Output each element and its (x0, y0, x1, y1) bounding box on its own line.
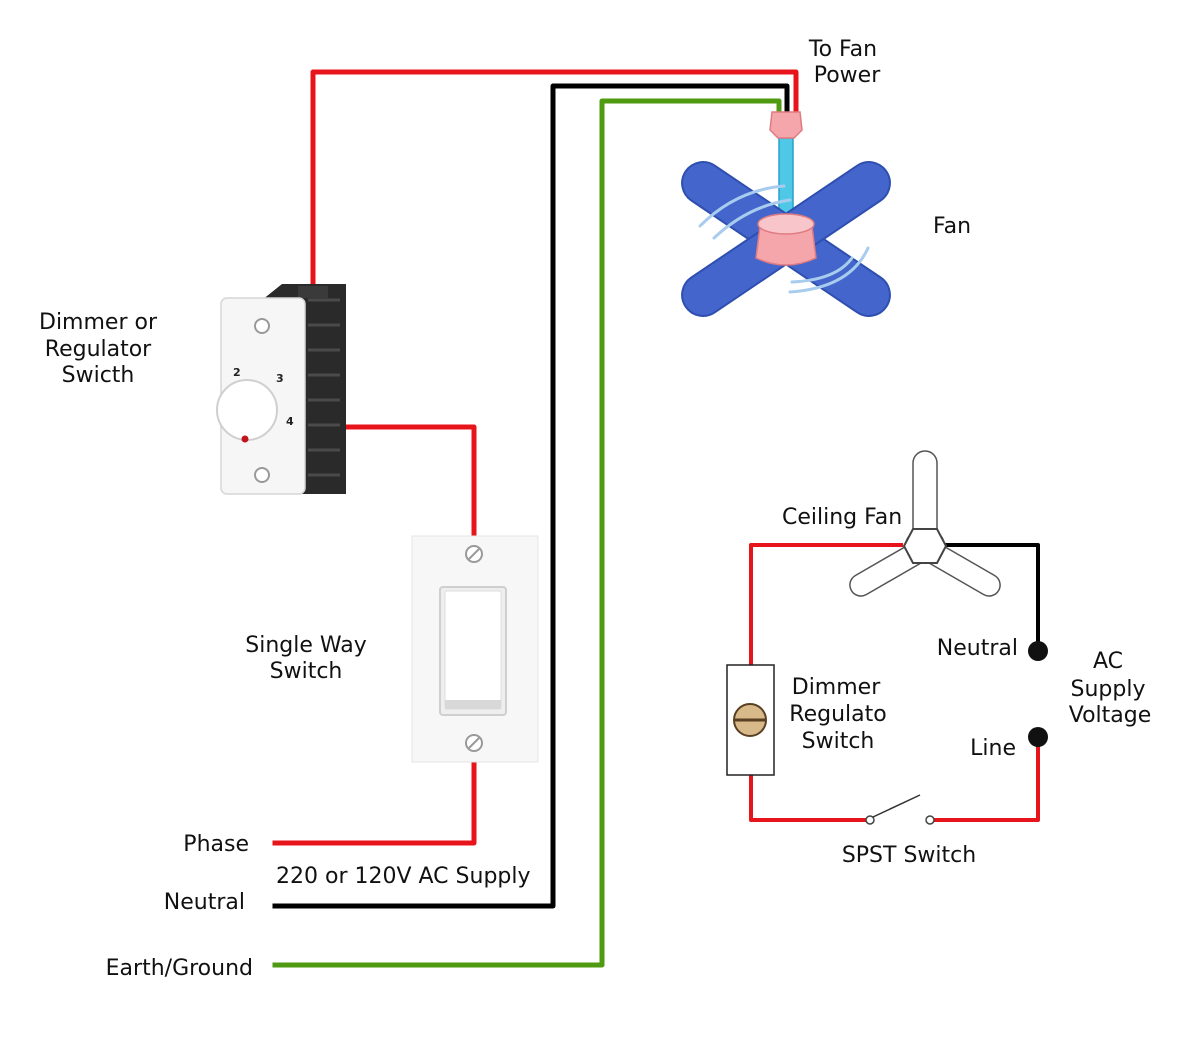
ac-label-2: Supply (1071, 677, 1146, 702)
spst-label: SPST Switch (842, 843, 976, 868)
ceiling-fan-symbol (849, 450, 1001, 597)
fan-label: Fan (933, 214, 971, 239)
single-way-label-1: Single Way (245, 633, 366, 658)
line-terminal (1028, 727, 1048, 747)
fan-illustration (681, 111, 891, 317)
fan-hub (755, 225, 817, 266)
circuit-dimmer-label-3: Switch (802, 729, 875, 754)
phase-supply-wire (272, 757, 477, 846)
dimmer-to-switch-wire (337, 424, 477, 543)
circuit-black-wire (944, 543, 1040, 651)
circuit-neutral-label: Neutral (937, 636, 1018, 661)
dimmer-screw-top (254, 318, 270, 334)
dimmer-terminal (298, 286, 328, 298)
ceiling-fan-label: Ceiling Fan (782, 505, 902, 530)
circuit-line-label: Line (970, 736, 1016, 761)
ac-label-1: AC (1093, 649, 1123, 674)
dial-number-2: 2 (233, 366, 241, 379)
neutral-terminal (1028, 641, 1048, 661)
circuit-red-wire-left (749, 543, 903, 665)
dimmer-label-2: Regulator (45, 337, 152, 362)
dimmer-regulator-switch: 2 3 4 (216, 284, 346, 495)
to-fan-power-label-1: To Fan (808, 37, 877, 62)
dimmer-indicator-dot (241, 435, 249, 443)
motion-arcs (698, 184, 870, 294)
dial-number-4: 4 (286, 415, 294, 428)
fan-hub-top (757, 213, 815, 235)
circuit-dimmer-label-1: Dimmer (792, 675, 881, 700)
circuit-dimmer-symbol (726, 664, 775, 776)
dimmer-knob (216, 379, 278, 441)
phase-label: Phase (183, 832, 249, 857)
neutral-wire-to-fan (272, 83, 790, 909)
circuit-red-wire-bottom (749, 775, 868, 822)
spst-switch-symbol (865, 794, 935, 825)
dimmer-label-1: Dimmer or (39, 310, 158, 335)
circuit-red-wire-right (931, 737, 1040, 822)
dimmer-label-3: Swicth (62, 363, 135, 388)
phase-wire-to-fan (310, 69, 799, 293)
schematic-circuit (726, 450, 1048, 825)
neutral-label: Neutral (164, 890, 245, 915)
single-way-label-2: Switch (270, 659, 343, 684)
circuit-dimmer-label-2: Regulato (789, 702, 886, 727)
to-fan-power-label-2: Power (814, 63, 881, 88)
dial-number-3: 3 (276, 372, 284, 385)
earth-label: Earth/Ground (106, 956, 253, 981)
single-way-switch (411, 535, 539, 763)
fan-power-connector (769, 111, 803, 139)
switch-rocker (444, 590, 502, 710)
ac-label-3: Voltage (1069, 703, 1152, 728)
supply-label: 220 or 120V AC Supply (276, 864, 531, 889)
dimmer-fins (308, 298, 340, 477)
dimmer-screw-bottom (254, 467, 270, 483)
earth-wire-to-fan (272, 98, 782, 968)
